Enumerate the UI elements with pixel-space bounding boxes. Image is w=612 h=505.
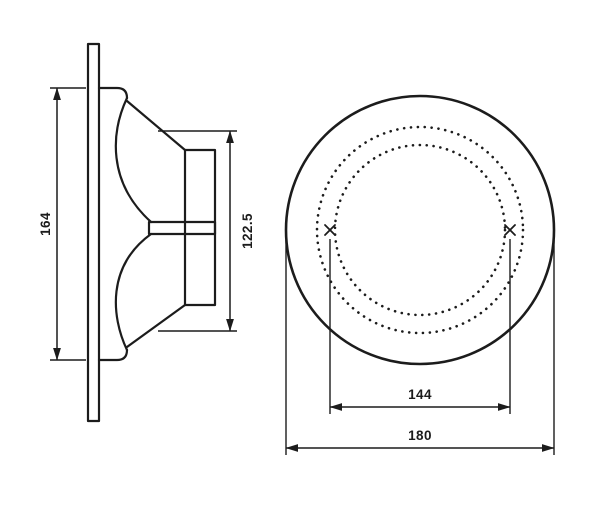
dim-height: 164: [38, 87, 86, 361]
dim-outer-diameter: 180: [285, 240, 555, 455]
cone-top-curve: [114, 96, 153, 224]
outer-rim-circle: [284, 94, 556, 366]
frame-bottom-line: [125, 303, 187, 349]
cone-bottom-curve: [114, 232, 153, 352]
dim-outer-label: 180: [408, 428, 432, 443]
mounting-hole-left-xmark: [324, 224, 336, 236]
basket-top-lip: [97, 86, 129, 100]
xmark-stroke: [504, 224, 516, 236]
mounting-flange: [86, 42, 101, 423]
dim-depth: 122.5: [158, 130, 255, 332]
mounting-hole-right-xmark: [504, 224, 516, 236]
xmark-stroke: [324, 224, 336, 236]
dim-height-label: 164: [38, 212, 53, 236]
frame-top-line: [125, 99, 187, 152]
dim-depth-label: 122.5: [240, 213, 255, 249]
cutout-dotted-circle: [315, 125, 525, 335]
dim-bolt-circle: 144: [329, 239, 511, 414]
dim-bolt-label: 144: [408, 387, 432, 402]
magnet-block: [183, 148, 217, 307]
side-view: [86, 42, 217, 423]
pole-piece-bar: [147, 220, 217, 236]
front-view: [284, 94, 556, 366]
basket-bottom-lip: [97, 348, 129, 362]
inner-dotted-circle: [333, 143, 507, 317]
